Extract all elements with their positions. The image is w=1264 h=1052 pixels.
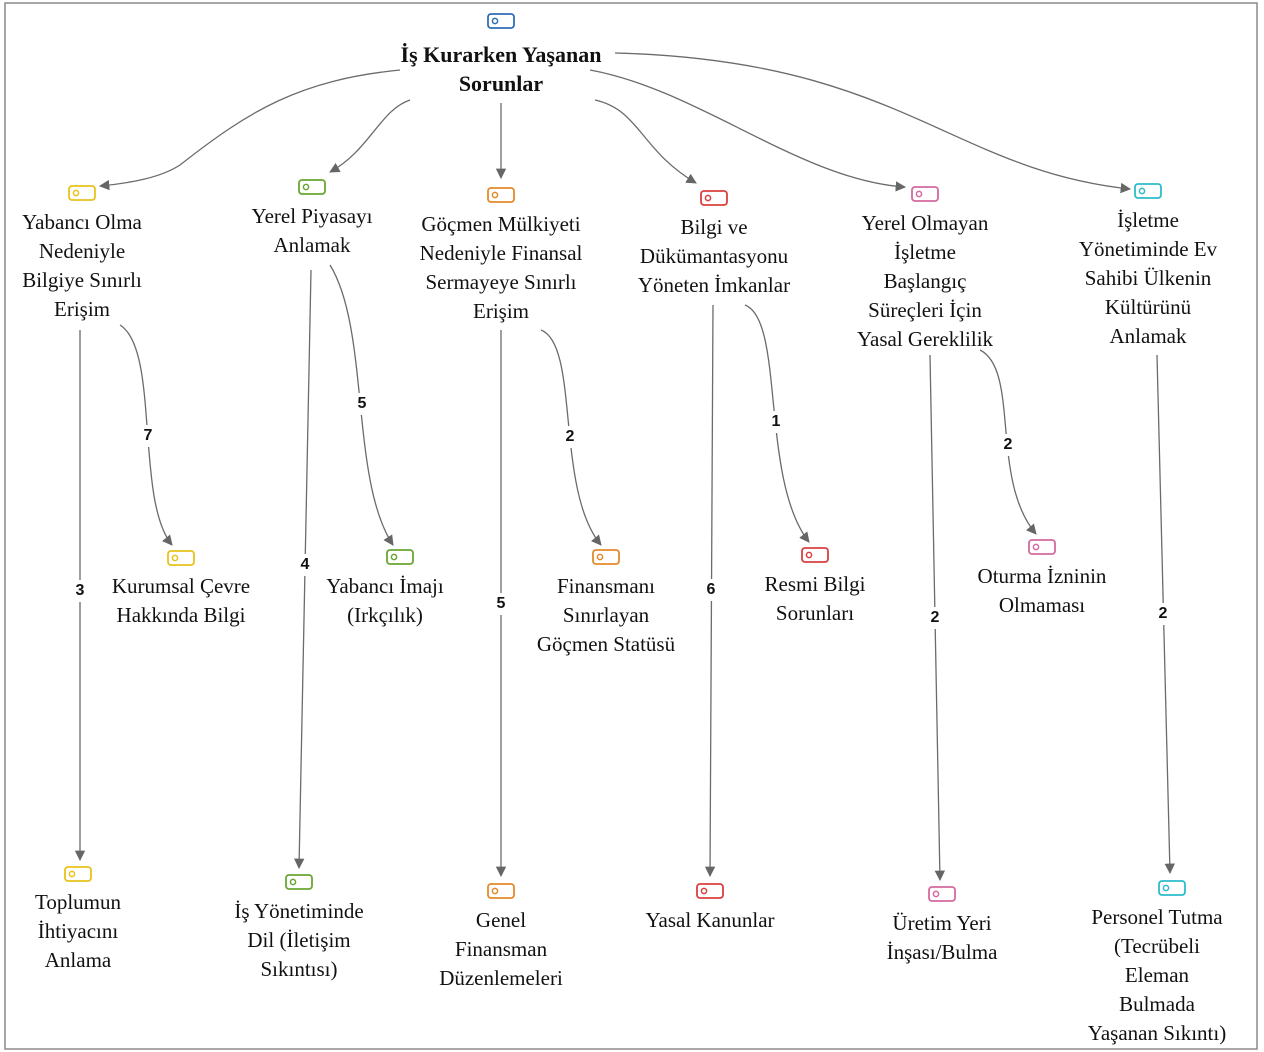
edge-root-c4 (594, 99, 697, 184)
root-tag-icon (487, 13, 515, 29)
leaf-tag-icon-l5a (1028, 539, 1056, 555)
category-tag-icon-c3 (487, 187, 515, 203)
edge-count-l3b: 5 (493, 593, 509, 615)
node-label-l2b: İş Yönetiminde Dil (İletişim Sıkıntısı) (234, 899, 364, 981)
node-label-root: İş Kurarken Yaşanan Sorunlar (400, 42, 602, 96)
node-label-l6a: Personel Tutma (Tecrübeli Eleman Bulmada… (1087, 905, 1227, 1045)
leaf-tag-icon-l4a (801, 547, 829, 563)
edge-count-l1b: 3 (72, 580, 88, 602)
category-tag-icon-c5 (911, 186, 939, 202)
leaf-tag-icon-l2a (386, 549, 414, 565)
node-label-l2a: Yabancı İmajı (Irkçılık) (326, 574, 444, 627)
leaf-tag-icon-l1b (64, 866, 92, 882)
node-label-l1a: Kurumsal Çevre Hakkında Bilgi (111, 574, 251, 627)
node-label-l5a: Oturma İzninin Olmaması (977, 564, 1107, 617)
leaf-tag-icon-l4b (696, 883, 724, 899)
category-tag-icon-c4 (700, 190, 728, 206)
leaf-tag-icon-l1a (167, 550, 195, 566)
node-label-c2: Yerel Piyasayı Anlamak (251, 204, 373, 257)
node-label-l4a: Resmi Bilgi Sorunları (764, 572, 866, 625)
leaf-tag-icon-l2b (285, 874, 313, 890)
edge-root-c2 (329, 99, 411, 173)
edge-count-l5a: 2 (1000, 434, 1016, 456)
leaf-tag-icon-l3a (592, 549, 620, 565)
node-label-l4b: Yasal Kanunlar (645, 908, 775, 932)
category-tag-icon-c6 (1134, 183, 1162, 199)
node-label-c3: Göçmen Mülkiyeti Nedeniyle Finansal Serm… (419, 212, 583, 323)
edge-root-c5 (589, 69, 907, 192)
edge-count-l3a: 2 (562, 426, 578, 448)
edge-count-l4a: 1 (768, 411, 784, 433)
edge-c5-l5a (979, 349, 1037, 535)
category-tag-icon-c2 (298, 179, 326, 195)
node-label-c5: Yerel Olmayan İşletme Başlangıç Süreçler… (856, 211, 994, 351)
leaf-tag-icon-l6a (1158, 880, 1186, 896)
node-label-l3b: Genel Finansman Düzenlemeleri (439, 908, 563, 990)
leaf-tag-icon-l5b (928, 886, 956, 902)
edge-count-l4b: 6 (703, 579, 719, 601)
node-label-l5b: Üretim Yeri İnşası/Bulma (886, 911, 998, 964)
node-label-l1b: Toplumun İhtiyacını Anlama (34, 890, 122, 972)
edge-count-l2b: 4 (297, 554, 313, 576)
edge-count-l5b: 2 (927, 607, 943, 629)
diagram-border (4, 2, 1258, 1050)
node-label-c6: İşletme Yönetiminde Ev Sahibi Ülkenin Kü… (1078, 208, 1218, 348)
category-tag-icon-c1 (68, 185, 96, 201)
edge-count-l6a: 2 (1155, 603, 1171, 625)
edge-c4-l4a (744, 304, 810, 543)
leaf-tag-icon-l3b (487, 883, 515, 899)
edge-root-c1 (98, 69, 401, 191)
node-label-c1: Yabancı Olma Nedeniyle Bilgiye Sınırlı E… (22, 210, 142, 321)
edge-count-l2a: 5 (354, 393, 370, 415)
edge-c3-l3a (540, 329, 602, 546)
edge-count-l1a: 7 (140, 425, 156, 447)
node-label-l3a: Finansmanı Sınırlayan Göçmen Statüsü (536, 574, 676, 656)
node-label-c4: Bilgi ve Dükümantasyonu Yöneten İmkanlar (637, 215, 791, 297)
edge-root-c6 (614, 52, 1132, 194)
